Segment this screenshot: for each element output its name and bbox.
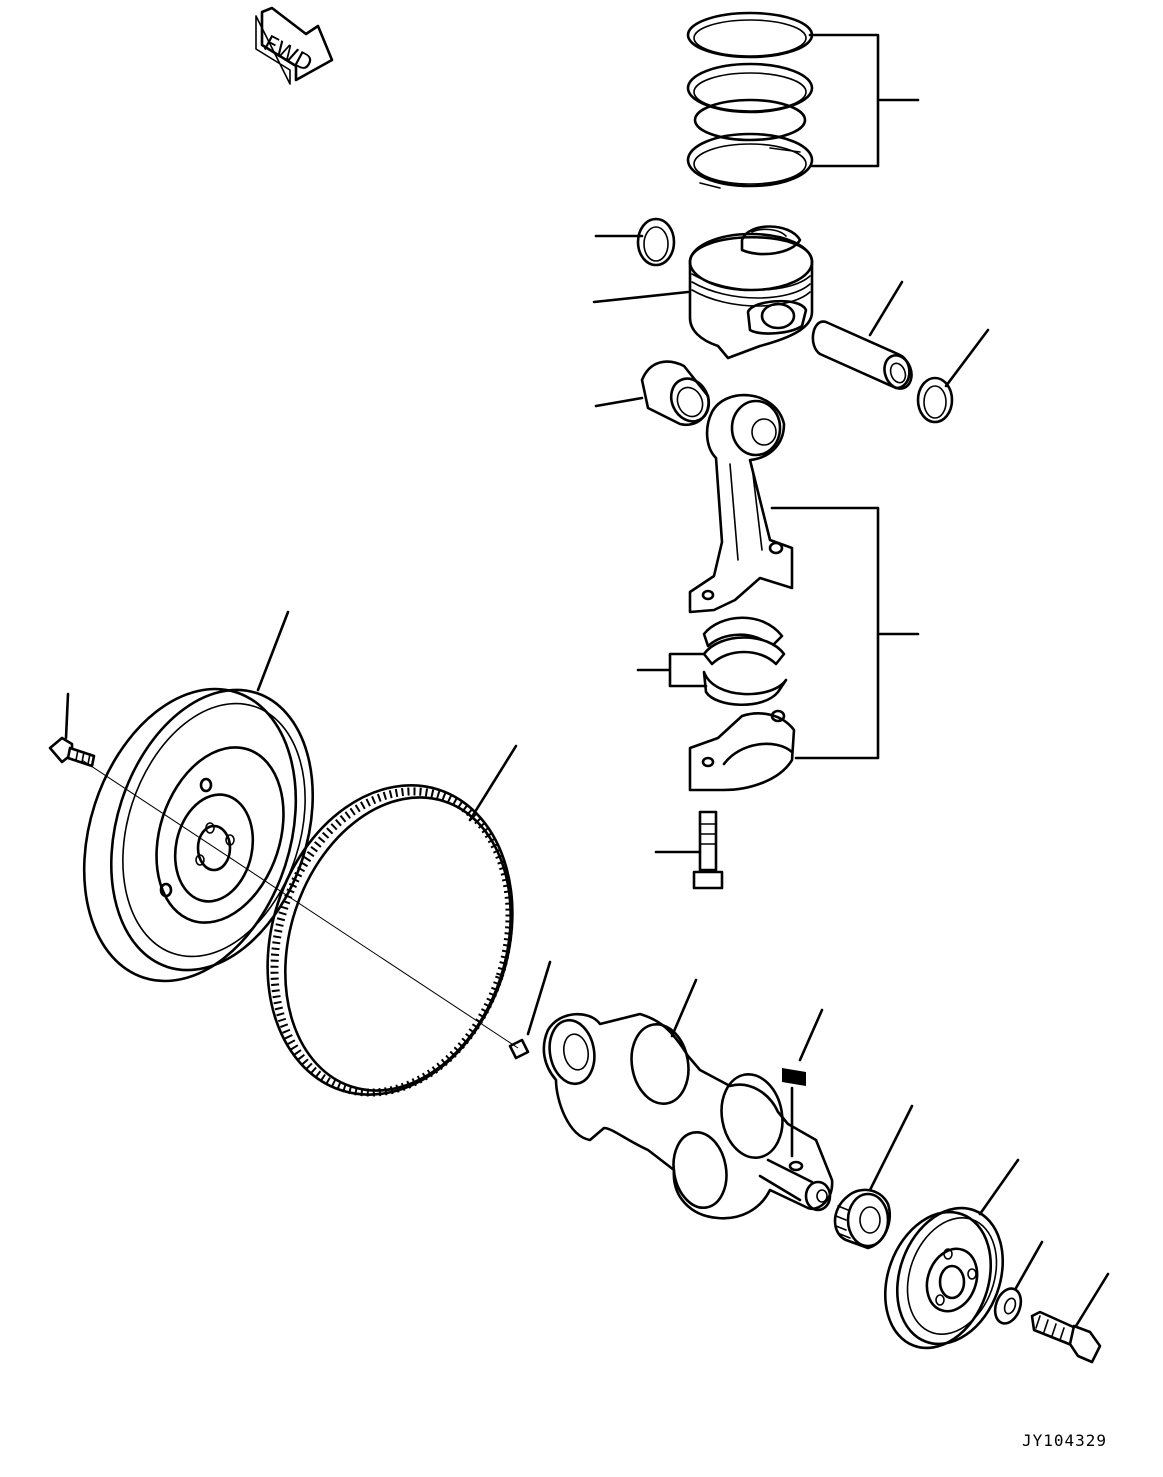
crankshaft xyxy=(542,1012,834,1220)
washer-leader xyxy=(1014,1240,1044,1290)
bushing xyxy=(640,360,711,427)
piston xyxy=(688,225,814,360)
key-leader xyxy=(798,1008,824,1062)
flywheel-bolt-leader xyxy=(64,692,70,740)
piston-leader xyxy=(592,290,690,304)
ring-set-leader xyxy=(808,33,920,168)
ring-gear-leader xyxy=(468,744,518,822)
crankshaft-leader xyxy=(670,978,698,1038)
connecting-rod-bearing xyxy=(702,636,788,707)
flywheel-bolt xyxy=(48,736,96,768)
pulley-bolt-leader xyxy=(1074,1272,1110,1328)
dowel-pin-leader xyxy=(526,960,552,1036)
woodruff-key xyxy=(782,1068,806,1158)
bearing-leader xyxy=(636,652,708,688)
pulley-bolt xyxy=(1030,1310,1102,1364)
conrod-leader xyxy=(770,506,920,760)
ring-gear xyxy=(266,784,514,1097)
snap-ring-left xyxy=(636,217,676,267)
assembly-centerline xyxy=(81,759,519,1049)
pulley-leader xyxy=(978,1158,1020,1216)
snap-ring-right xyxy=(916,376,954,424)
crankshaft-gear xyxy=(833,1188,891,1250)
snap-ring-right-leader xyxy=(944,328,990,388)
bushing-leader xyxy=(594,396,644,408)
drawing-code: JY104329 xyxy=(1022,1431,1108,1450)
connecting-rod xyxy=(688,393,794,648)
connecting-rod-bolt xyxy=(692,810,724,890)
dowel-pin xyxy=(508,1038,530,1060)
connecting-rod-cap xyxy=(688,709,796,792)
flywheel-leader xyxy=(256,610,290,692)
crankshaft-pulley xyxy=(883,1206,1005,1350)
piston-pin xyxy=(811,320,913,390)
fwd-arrow-icon: FWD xyxy=(255,6,334,85)
crank-gear-leader xyxy=(868,1104,914,1192)
piston-pin-leader xyxy=(868,280,904,337)
piston-ring-set xyxy=(686,11,814,189)
flywheel xyxy=(82,687,315,983)
washer xyxy=(993,1287,1023,1325)
